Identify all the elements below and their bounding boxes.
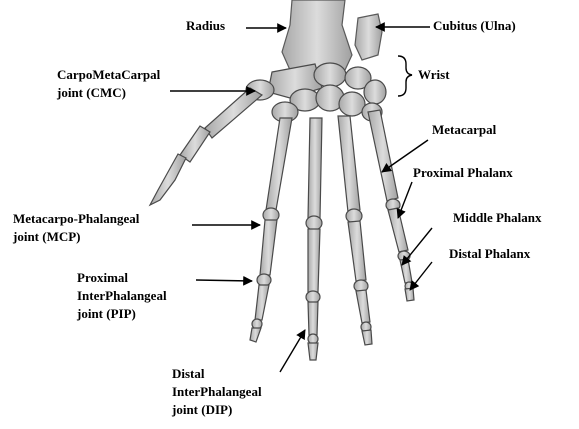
arrow-pip: [196, 280, 252, 281]
forearm-bones: [282, 0, 382, 70]
label-mcp-line1: Metacarpo-Phalangeal: [13, 211, 139, 227]
label-mcp-line2: joint (MCP): [13, 229, 81, 245]
label-pip-line2: InterPhalangeal: [77, 288, 167, 304]
label-cmc-line1: CarpoMetaCarpal: [57, 67, 160, 83]
arrow-dip: [280, 330, 305, 372]
label-ulna: Cubitus (Ulna): [433, 18, 516, 34]
wrist-brace: [398, 56, 412, 96]
label-wrist: Wrist: [418, 67, 450, 83]
ulna-bone: [355, 14, 382, 60]
label-metacarpal: Metacarpal: [432, 122, 496, 138]
label-dip-line3: joint (DIP): [172, 402, 232, 418]
thumb-bones: [150, 88, 262, 205]
arrow-proximal-phalanx: [398, 182, 412, 218]
label-pip-line3: joint (PIP): [77, 306, 136, 322]
label-pip-line1: Proximal: [77, 270, 128, 286]
label-dip-line1: Distal: [172, 366, 205, 382]
label-distal-phalanx: Distal Phalanx: [449, 246, 530, 262]
arrow-distal-phalanx: [410, 262, 432, 290]
label-dip-line2: InterPhalangeal: [172, 384, 262, 400]
label-proximal-phalanx: Proximal Phalanx: [413, 165, 513, 181]
finger-bones: [250, 110, 414, 360]
carpal-bones: [246, 63, 386, 122]
label-radius: Radius: [186, 18, 225, 34]
label-cmc-line2: joint (CMC): [57, 85, 126, 101]
radius-bone: [282, 0, 352, 70]
label-middle-phalanx: Middle Phalanx: [453, 210, 542, 226]
